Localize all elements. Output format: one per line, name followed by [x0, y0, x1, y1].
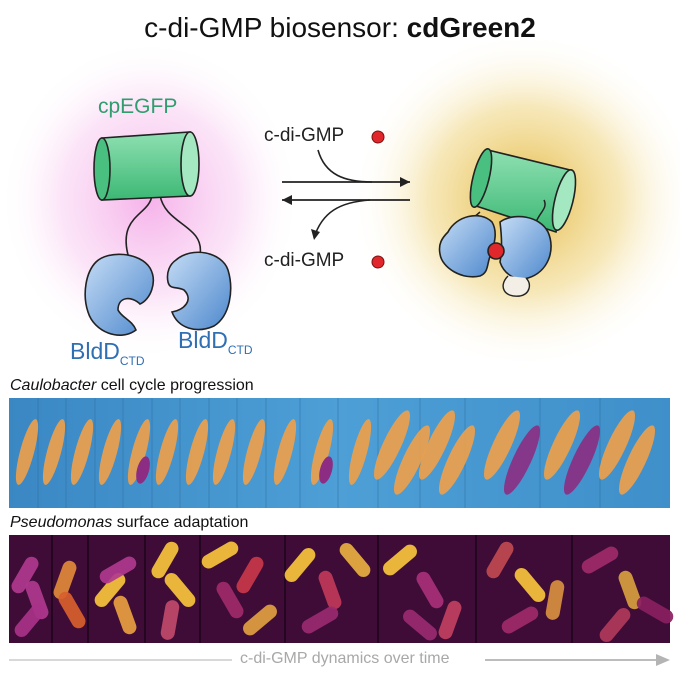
bacterium-cell — [416, 571, 444, 609]
cpegfp-barrel-bound — [469, 148, 577, 234]
bacterium-cell — [53, 560, 77, 600]
ligand-label-bottom: c-di-GMP — [264, 250, 345, 271]
bacterium-cell — [98, 419, 122, 485]
bacterium-cell — [242, 419, 266, 485]
equilibrium-arrows — [282, 149, 410, 240]
cpegfp-label: cpEGFP — [98, 95, 178, 118]
bacterium-cell-high — [136, 456, 150, 484]
bacterium-cell — [383, 544, 417, 576]
bldd-label-left: BldDCTD — [70, 338, 145, 368]
bacterium-cell — [301, 606, 339, 634]
bacterium-cell — [618, 425, 656, 495]
bldd-domain-bound-left — [438, 214, 496, 278]
sensor-bound — [438, 148, 577, 297]
sensor-unbound — [84, 131, 232, 336]
bacterium-cell — [403, 609, 437, 641]
bacterium-cell — [70, 419, 94, 485]
linker-right — [159, 194, 202, 256]
bacterium-cell-high — [319, 456, 333, 484]
bldd-label-right: BldDCTD — [178, 327, 253, 357]
pseudomonas-frame-dividers — [51, 535, 573, 643]
cpegfp-barrel-unbound — [93, 131, 200, 201]
bldd-domain-right — [166, 251, 232, 331]
bacterium-cell — [201, 541, 239, 569]
bacterium-cell — [14, 603, 46, 637]
caulobacter-cells — [15, 410, 656, 495]
bacterium-cell — [113, 595, 137, 635]
pseudomonas-cells — [11, 541, 674, 642]
bacterium-cell — [339, 543, 371, 577]
bacterium-cell — [563, 425, 601, 495]
bacterium-cell — [310, 419, 334, 485]
ligand-bound-dot — [487, 242, 505, 260]
bacterium-cell — [503, 425, 541, 495]
bacterium-cell — [236, 556, 264, 594]
bacterium-cell — [185, 419, 209, 485]
bacterium-cell — [438, 600, 462, 640]
linker-left — [125, 194, 153, 256]
bacterium-cell — [318, 570, 342, 610]
bacterium-cell — [599, 608, 631, 642]
bacterium-cell — [212, 419, 236, 485]
bacterium-cell — [373, 410, 411, 480]
time-arrow — [9, 654, 670, 666]
bacterium-cell — [486, 541, 514, 579]
bacterium-cell — [15, 419, 39, 485]
bacterium-cell — [545, 580, 565, 620]
bacterium-cell — [636, 596, 674, 624]
ligand-label-top: c-di-GMP — [264, 125, 345, 146]
bacterium-cell — [483, 410, 521, 480]
bacterium-cell — [284, 548, 316, 582]
bacterium-cell — [243, 604, 277, 636]
bacterium-cell — [501, 606, 539, 634]
bacterium-cell — [58, 591, 86, 629]
bacterium-cell — [418, 410, 456, 480]
bacterium-cell — [164, 573, 196, 607]
bacterium-cell — [11, 556, 39, 594]
ligand-dot-bottom — [371, 255, 385, 269]
binding-arc — [317, 149, 373, 183]
bacterium-cell — [99, 556, 137, 584]
strip-title-pseudomonas: Pseudomonas surface adaptation — [10, 514, 249, 531]
bacterium-cell — [581, 546, 619, 574]
figure-title: c-di-GMP biosensor: cdGreen2 — [144, 12, 536, 43]
bldd-domain-left — [84, 253, 155, 336]
bacterium-cell — [127, 419, 151, 485]
strip-title-caulobacter: Caulobacter cell cycle progression — [10, 377, 254, 394]
time-axis-label: c-di-GMP dynamics over time — [240, 650, 450, 667]
bacterium-cell — [273, 419, 297, 485]
bacterium-cell — [94, 573, 126, 607]
bacterium-cell — [216, 581, 244, 619]
bacterium-cell — [438, 425, 476, 495]
bacterium-cell — [155, 419, 179, 485]
ligand-dot-top — [371, 130, 385, 144]
bacterium-cell — [42, 419, 66, 485]
bacterium-cell — [151, 541, 179, 579]
bacterium-cell — [160, 600, 180, 640]
bacterium-cell — [348, 419, 372, 485]
bacterium-cell — [393, 425, 431, 495]
bacterium-cell — [543, 410, 581, 480]
bacterium-cell — [598, 410, 636, 480]
bacterium-cell — [514, 568, 546, 602]
bacterium-cell — [618, 570, 642, 610]
